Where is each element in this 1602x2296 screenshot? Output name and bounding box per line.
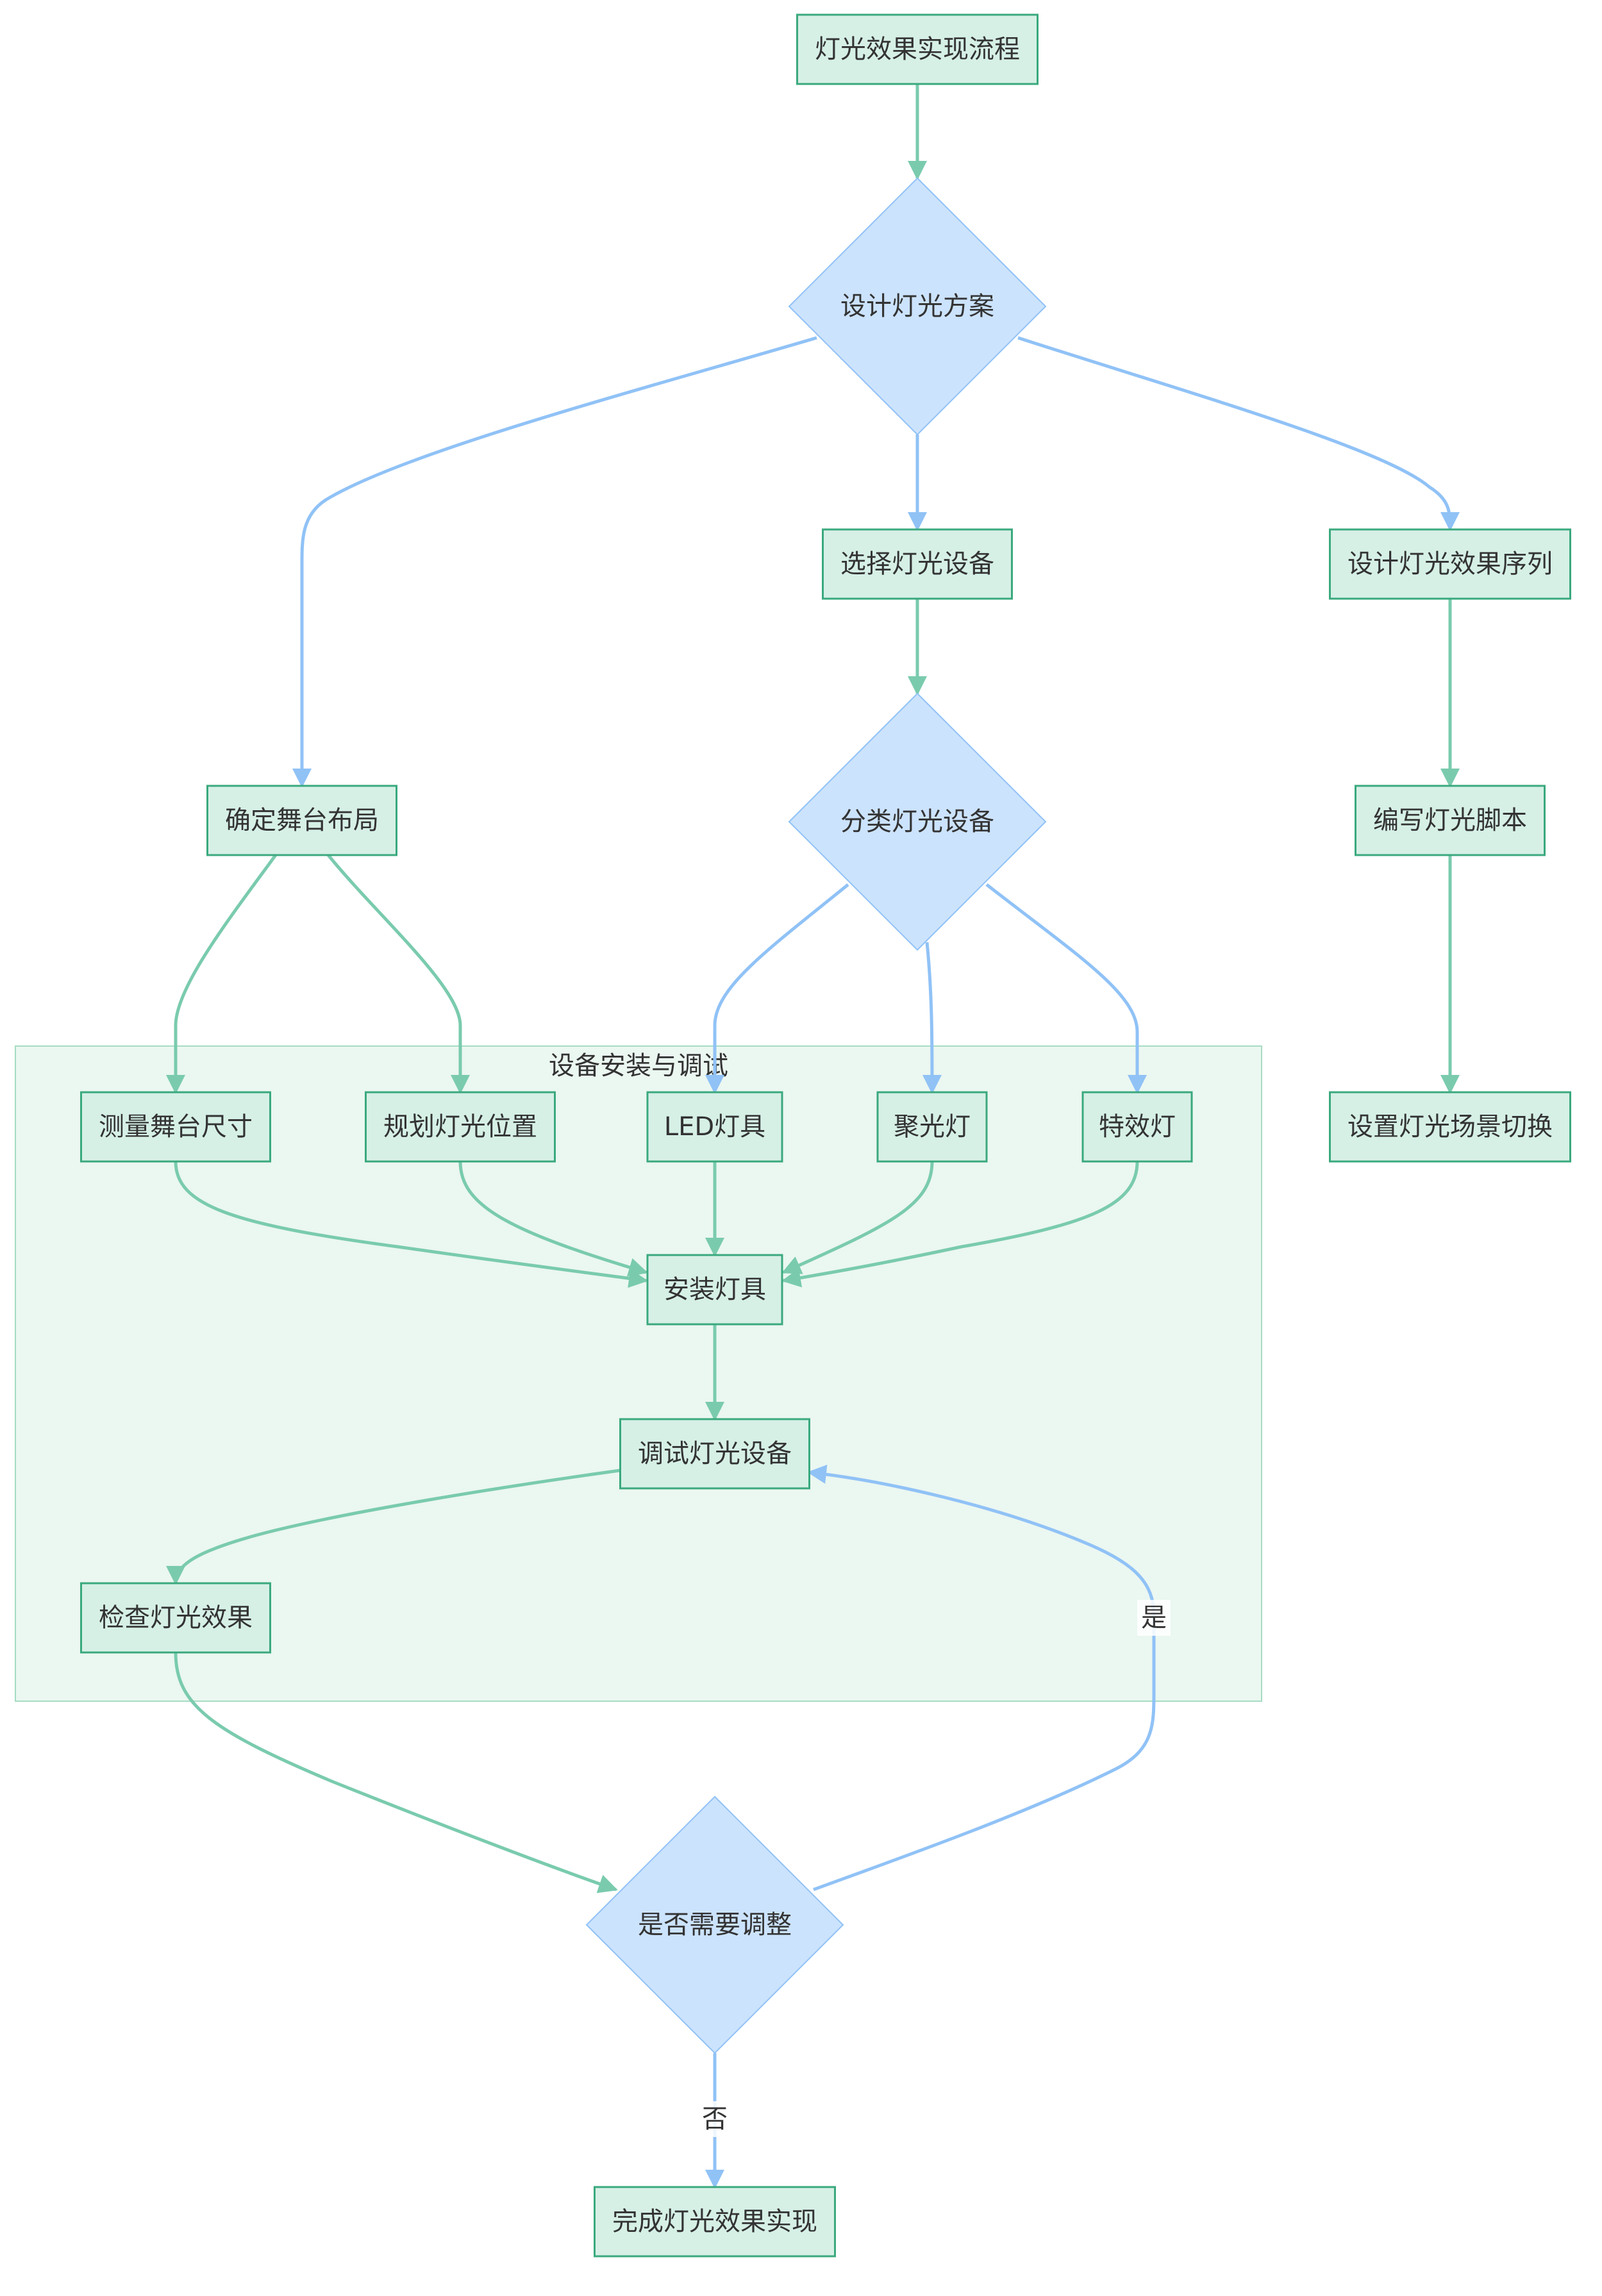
node-debug: 调试灯光设备 — [619, 1418, 810, 1490]
node-done: 完成灯光效果实现 — [594, 2186, 836, 2258]
node-label-select: 选择灯光设备 — [840, 549, 994, 579]
edge-stage-to-plan — [327, 854, 470, 1094]
edge-measure-to-install — [174, 1161, 648, 1288]
cluster-title: 设备安装与调试 — [549, 1051, 728, 1081]
node-label-script: 编写灯光脚本 — [1373, 806, 1527, 835]
node-label-scene: 设置灯光场景切换 — [1348, 1112, 1553, 1142]
svg-text:否: 否 — [702, 2104, 728, 2134]
node-sequence: 设计灯光效果序列 — [1329, 528, 1571, 600]
edge-adjust-to-debug — [807, 1465, 1156, 1892]
node-label-design: 设计灯光方案 — [840, 292, 994, 321]
node-label-plan: 规划灯光位置 — [383, 1112, 537, 1142]
node-select: 选择灯光设备 — [822, 528, 1013, 600]
node-adjust: 是否需要调整 — [585, 1795, 844, 2054]
edge-classify-to-spot — [922, 942, 942, 1094]
node-check: 检查灯光效果 — [80, 1582, 271, 1654]
node-scene: 设置灯光场景切换 — [1329, 1091, 1571, 1163]
node-label-effect: 特效灯 — [1099, 1112, 1176, 1142]
node-label-sequence: 设计灯光效果序列 — [1348, 549, 1553, 579]
edge-design-to-stage — [292, 336, 817, 788]
node-label-led: LED灯具 — [664, 1112, 765, 1142]
edge-design-to-sequence — [1017, 336, 1460, 531]
node-label-spot: 聚光灯 — [894, 1112, 971, 1142]
node-label-done: 完成灯光效果实现 — [612, 2207, 817, 2236]
node-label-classify: 分类灯光设备 — [840, 807, 994, 836]
node-script: 编写灯光脚本 — [1355, 785, 1546, 856]
node-install: 安装灯具 — [646, 1254, 783, 1326]
node-effect: 特效灯 — [1081, 1091, 1193, 1163]
edge-label-adjust-to-debug: 是 — [1137, 1600, 1171, 1636]
edge-classify-to-effect — [985, 883, 1147, 1094]
node-measure: 测量舞台尺寸 — [80, 1091, 271, 1163]
node-plan: 规划灯光位置 — [365, 1091, 556, 1163]
node-spot: 聚光灯 — [876, 1091, 988, 1163]
node-label-adjust: 是否需要调整 — [638, 1910, 792, 1940]
edge-check-to-adjust — [174, 1652, 618, 1893]
node-classify: 分类灯光设备 — [788, 692, 1047, 951]
edge-label-adjust-to-done: 否 — [698, 2101, 731, 2137]
edge-effect-to-install — [781, 1161, 1139, 1288]
svg-text:是: 是 — [1141, 1603, 1167, 1633]
edge-plan-to-install — [458, 1161, 648, 1277]
node-stage: 确定舞台布局 — [206, 785, 397, 856]
node-label-start: 灯光效果实现流程 — [815, 35, 1020, 64]
node-design: 设计灯光方案 — [788, 177, 1047, 436]
edge-spot-to-install — [781, 1161, 934, 1274]
node-start: 灯光效果实现流程 — [796, 13, 1039, 85]
node-label-install: 安装灯具 — [663, 1275, 766, 1304]
node-label-stage: 确定舞台布局 — [225, 806, 379, 835]
edge-stage-to-measure — [166, 854, 278, 1094]
node-led: LED灯具 — [646, 1091, 783, 1163]
node-label-check: 检查灯光效果 — [99, 1603, 253, 1633]
edge-debug-to-check — [166, 1468, 621, 1585]
node-label-debug: 调试灯光设备 — [638, 1439, 792, 1468]
edge-classify-to-led — [705, 883, 849, 1094]
node-label-measure: 测量舞台尺寸 — [99, 1112, 253, 1142]
